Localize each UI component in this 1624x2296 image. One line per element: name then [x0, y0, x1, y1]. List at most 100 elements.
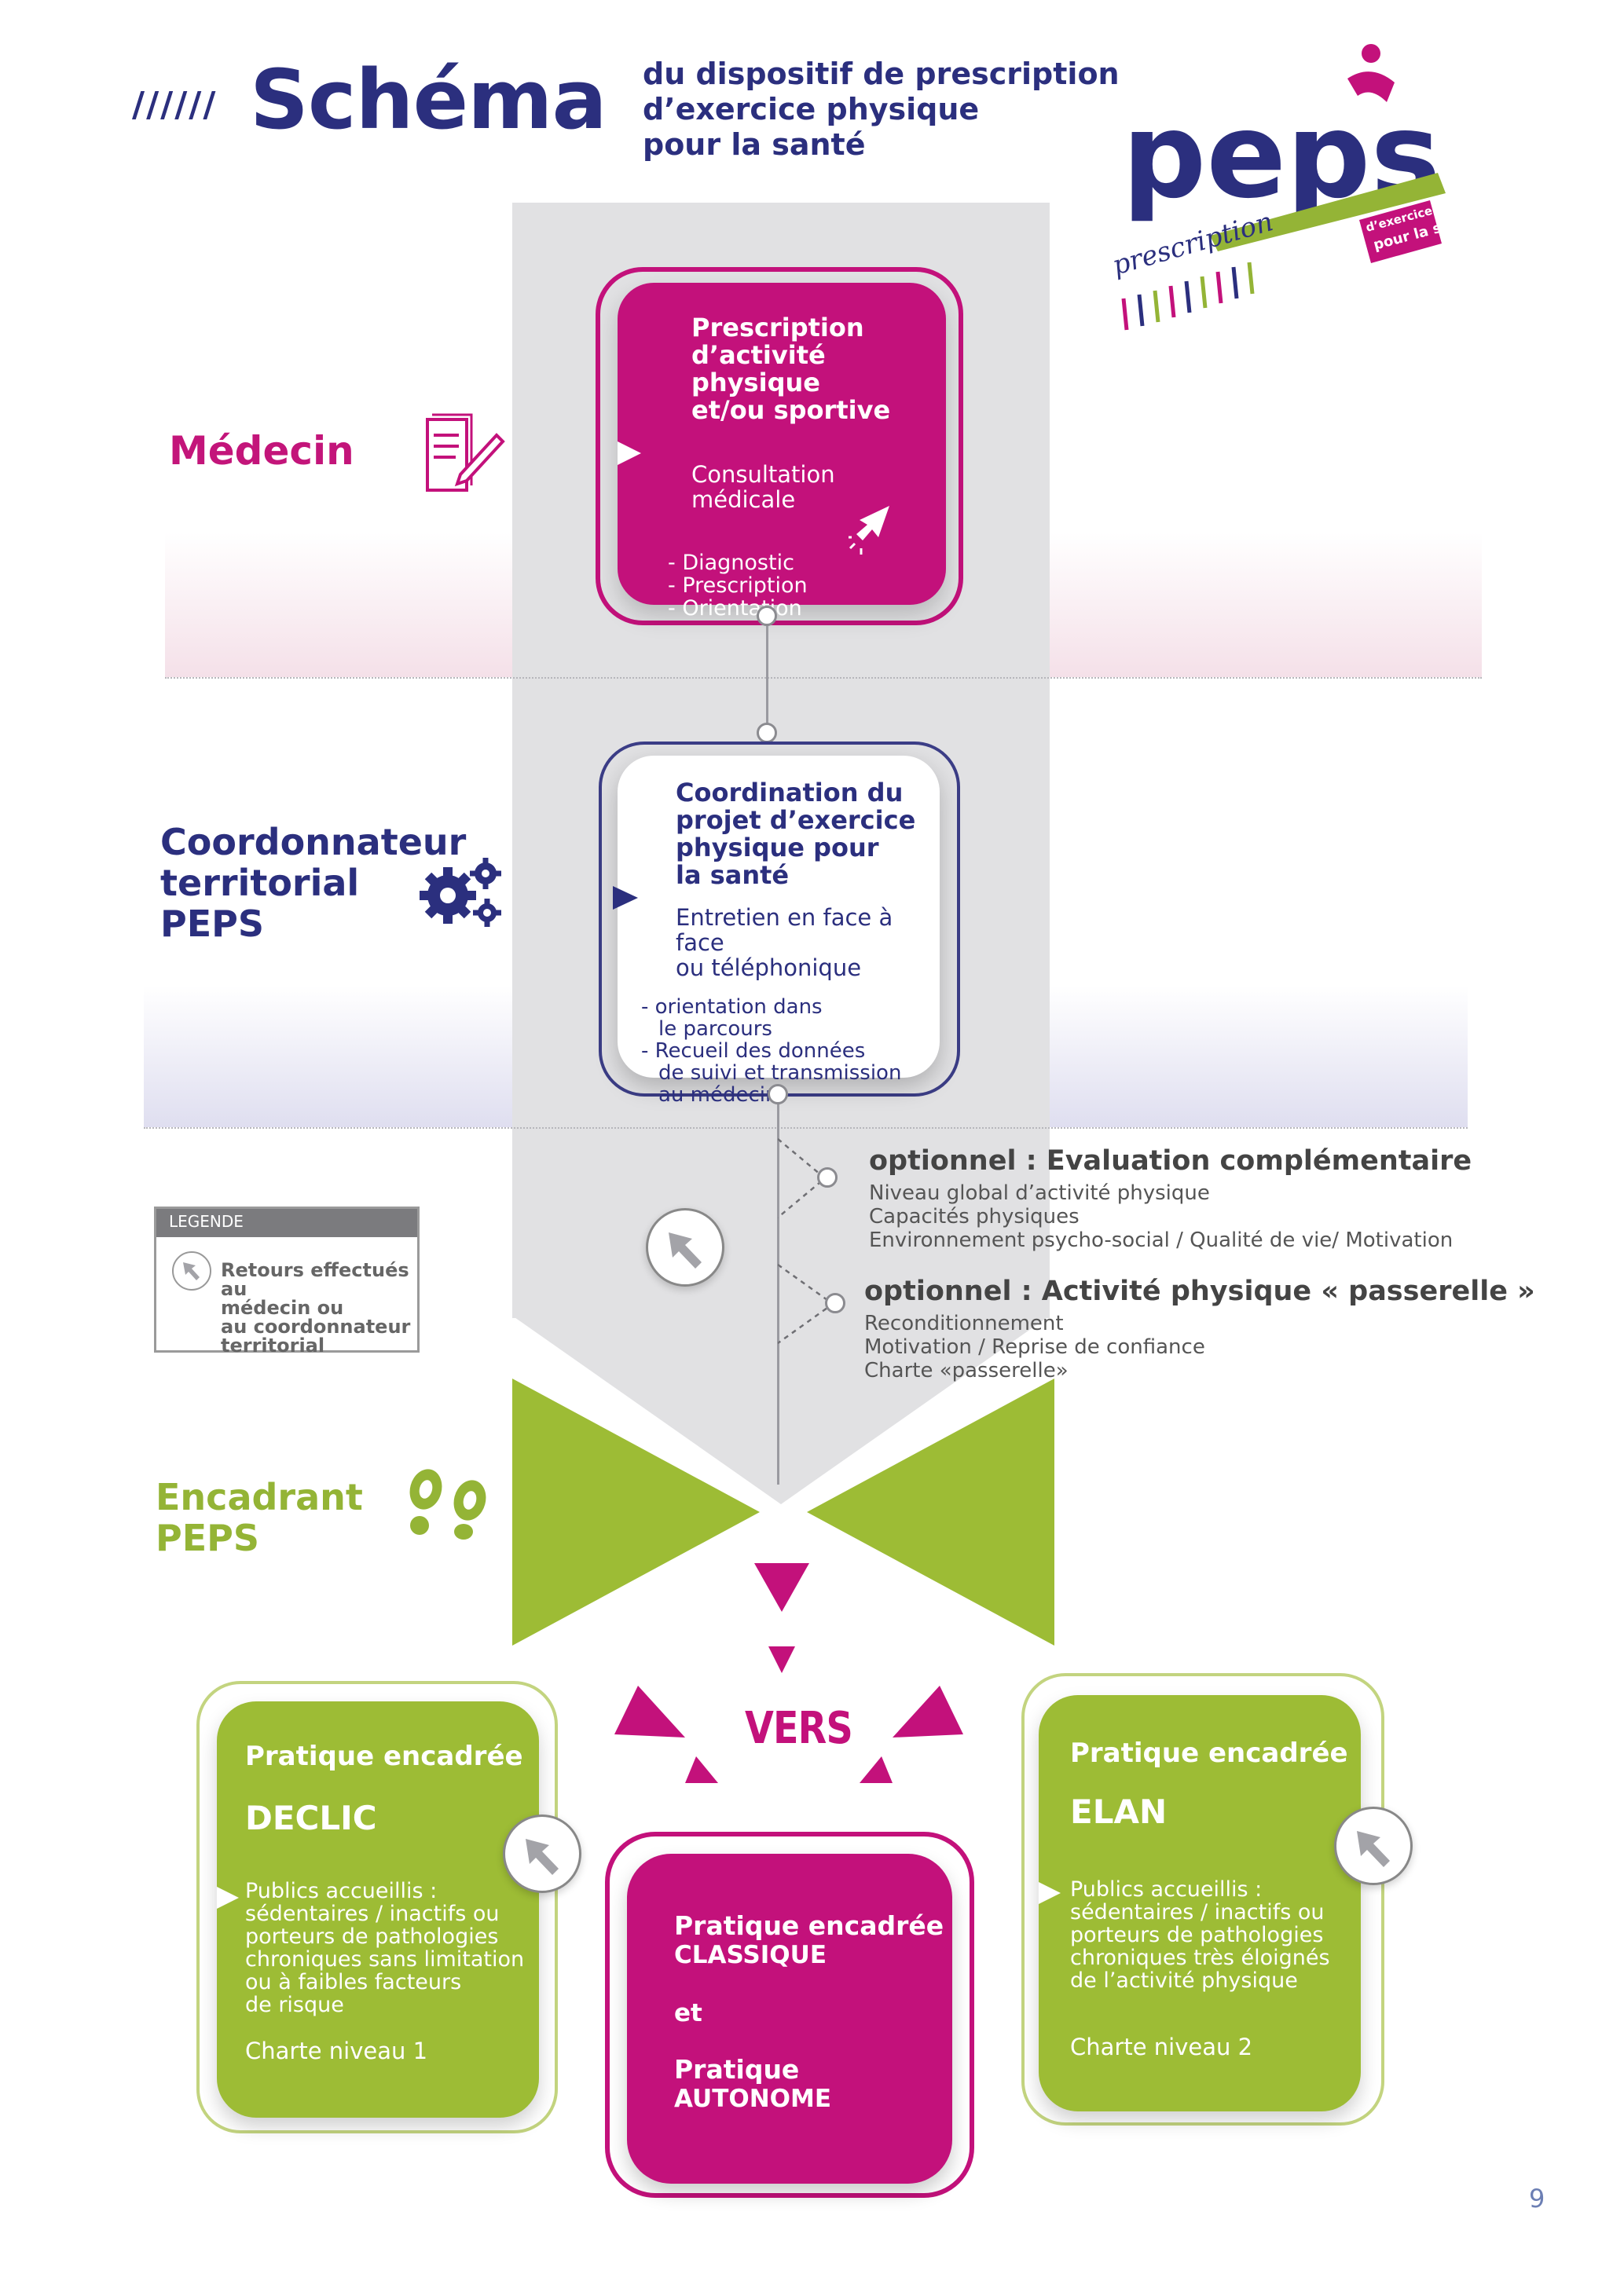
role-encadrant: Encadrant PEPS: [156, 1477, 363, 1558]
optional-node: [817, 1167, 838, 1188]
document-pen-icon: [426, 413, 505, 492]
elan-line: porteurs de pathologies: [1070, 1923, 1324, 1947]
legend-line: au coordonnateur: [221, 1316, 411, 1338]
step-arrow-icon: [618, 441, 641, 465]
declic-description: Publics accueillis : sédentaires / inact…: [245, 1880, 539, 2016]
optional-branches: [778, 1138, 835, 1345]
coordination-title: Coordination du projet d’exercice physiq…: [676, 779, 924, 889]
optional-evaluation-line: Capacités physiques: [869, 1205, 1080, 1229]
subtitle-line: d’exercice physique: [643, 92, 980, 126]
title-decoration: //////: [132, 85, 218, 125]
role-line: territorial: [160, 862, 360, 904]
prescription-card-outline: [596, 267, 963, 625]
bowtie-left: [512, 1379, 760, 1646]
step-arrow-icon: [217, 1887, 239, 1909]
encadrant-bowtie: [512, 1379, 1054, 1646]
return-arrow-icon: [1357, 1831, 1390, 1867]
coordination-item: le parcours: [658, 1017, 772, 1041]
role-line: Coordonnateur: [160, 821, 467, 863]
prescription-card: Prescription d’activité physique et/ou s…: [618, 283, 946, 620]
coordination-step: Entretien en face à face ou téléphonique: [676, 905, 924, 980]
elan-charte: Charte niveau 2: [1070, 2034, 1253, 2060]
connector-node: [768, 1084, 788, 1104]
footprints-icon: [409, 1469, 486, 1540]
declic-line: Publics accueillis :: [245, 1879, 438, 1903]
role-line: PEPS: [156, 1517, 259, 1559]
elan-name: ELAN: [1070, 1792, 1168, 1831]
logo-banner: [1359, 200, 1442, 263]
coordination-title-line: physique pour: [676, 833, 879, 862]
down-arrows: [754, 1563, 809, 1673]
prescription-item: - Prescription: [668, 573, 808, 598]
optional-node: [825, 1293, 845, 1313]
declic-charte: Charte niveau 1: [245, 2038, 428, 2064]
page-title: Schéma: [250, 52, 607, 148]
classique-card-outline: [605, 1832, 974, 2198]
optional-evaluation-title: optionnel : Evaluation complémentaire: [869, 1145, 1472, 1177]
prescription-title-line: Prescription: [691, 313, 864, 342]
flow-line: [777, 1100, 779, 1485]
lane-divider: [144, 1127, 1468, 1129]
optional-passerelle-line: Motivation / Reprise de confiance: [864, 1335, 1205, 1359]
step-arrow-icon: [613, 886, 638, 910]
left-arrows: [614, 1686, 718, 1783]
legend-line: territorial: [221, 1335, 325, 1357]
coordination-title-line: la santé: [676, 860, 790, 890]
optional-passerelle-title: optionnel : Activité physique « passerel…: [864, 1276, 1535, 1307]
declic-card-outline: [196, 1681, 558, 2133]
role-coordonnateur: Coordonnateur territorial PEPS: [160, 822, 466, 944]
elan-card: Pratique encadrée ELAN Publics accueilli…: [1039, 1695, 1361, 2111]
elan-card-outline: [1021, 1673, 1384, 2126]
logo-stripes: [1121, 262, 1255, 331]
declic-card: Pratique encadrée DECLIC Publics accueil…: [217, 1701, 539, 2118]
prescription-items: - Diagnostic - Prescription - Orientatio…: [668, 551, 918, 620]
coordination-card: Coordination du projet d’exercice physiq…: [618, 756, 940, 1106]
connector-node: [757, 606, 777, 626]
classique-line: AUTONOME: [674, 2085, 832, 2113]
return-icon: [646, 1208, 724, 1287]
coordination-items: - orientation dans le parcours - Recueil…: [641, 996, 924, 1106]
elan-line: Publics accueillis :: [1070, 1877, 1263, 1902]
declic-line: sédentaires / inactifs ou: [245, 1902, 500, 1926]
legend-line: Retours effectués au: [221, 1259, 409, 1300]
legend: LEGENDE Retours effectués au médecin ou …: [154, 1207, 420, 1355]
pointer-click-icon: [849, 506, 889, 555]
declic-line: chroniques sans limitation: [245, 1947, 525, 1972]
elan-title: Pratique encadrée: [1070, 1738, 1348, 1769]
step-arrow-icon: [1039, 1882, 1061, 1904]
role-line: PEPS: [160, 903, 264, 945]
role-line: Encadrant: [156, 1476, 363, 1518]
prescription-step: Consultation médicale: [691, 461, 835, 513]
return-arrow-icon: [183, 1262, 200, 1280]
declic-line: de risque: [245, 1993, 344, 2017]
peps-logo: peps d’exercice physique pour la santé p…: [1109, 44, 1469, 331]
declic-line: ou à faibles facteurs: [245, 1970, 462, 1994]
vers-label: VERS: [745, 1703, 853, 1754]
coordination-title-line: Coordination du: [676, 778, 904, 807]
prescription-title-line: et/ou sportive: [691, 395, 891, 425]
coordination-title-line: projet d’exercice: [676, 805, 916, 835]
declic-title: Pratique encadrée: [245, 1741, 523, 1772]
right-arrows: [860, 1686, 963, 1783]
subtitle-line: du dispositif de prescription: [643, 57, 1120, 91]
declic-line: porteurs de pathologies: [245, 1924, 499, 1949]
legend-text: Retours effectués au médecin ou au coord…: [221, 1261, 417, 1355]
role-medecin: Médecin: [169, 428, 354, 474]
classique-line: et: [674, 1999, 702, 2027]
classique-line: Pratique encadrée: [674, 1910, 944, 1941]
coordination-item: - orientation dans: [641, 995, 823, 1019]
optional-evaluation: optionnel : Evaluation complémentaire Ni…: [869, 1145, 1472, 1252]
prescription-item: - Orientation: [668, 596, 802, 621]
classique-line: CLASSIQUE: [674, 1941, 827, 1969]
coordination-item: - Recueil des données: [641, 1039, 866, 1063]
subtitle-line: pour la santé: [643, 127, 866, 162]
elan-line: chroniques très éloignés: [1070, 1946, 1330, 1970]
connector-line: [766, 616, 768, 732]
classique-card: Pratique encadrée CLASSIQUE et Pratique …: [627, 1854, 952, 2184]
prescription-title: Prescription d’activité physique et/ou s…: [691, 314, 918, 424]
optional-evaluation-line: Niveau global d’activité physique: [869, 1181, 1210, 1205]
return-icon: [1334, 1807, 1413, 1885]
elan-description: Publics accueillis : sédentaires / inact…: [1070, 1878, 1361, 1992]
legend-header: LEGENDE: [156, 1209, 417, 1237]
optional-passerelle: optionnel : Activité physique « passerel…: [864, 1276, 1535, 1382]
